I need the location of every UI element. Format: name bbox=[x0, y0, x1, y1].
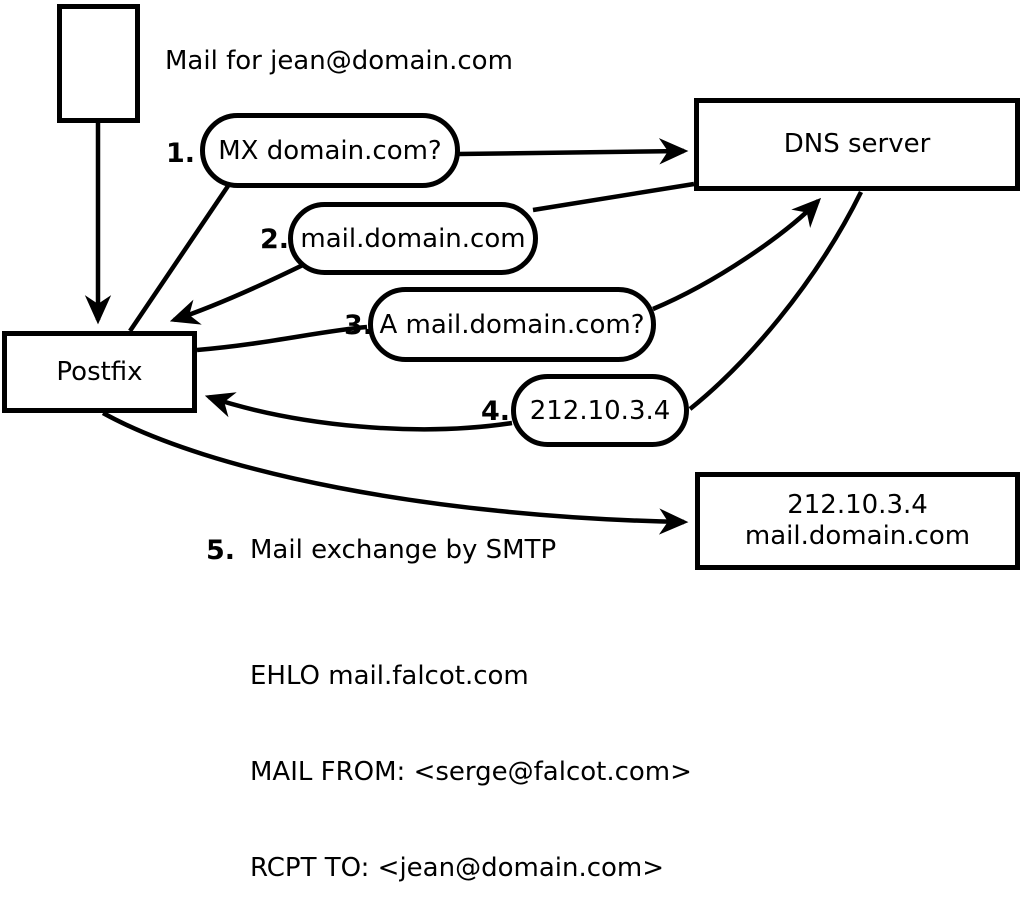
line-dns-to-pill4 bbox=[688, 191, 864, 411]
arrow-postfix-to-mailserver bbox=[101, 411, 689, 535]
dns-server-node: DNS server bbox=[694, 98, 1020, 191]
line-postfix-to-pill3 bbox=[196, 324, 368, 353]
postfix-node: Postfix bbox=[2, 331, 197, 413]
pill-mx-answer-label: mail.domain.com bbox=[300, 223, 526, 254]
arrow-pill1-to-dns bbox=[457, 138, 689, 165]
postfix-node-label: Postfix bbox=[56, 356, 143, 387]
step-number-2: 2. bbox=[260, 224, 290, 255]
arrow-pill4-to-postfix bbox=[204, 392, 513, 432]
smtp-session-text: EHLO mail.falcot.com MAIL FROM: <serge@f… bbox=[250, 596, 692, 919]
pill-a-answer-label: 212.10.3.4 bbox=[529, 395, 671, 426]
arrow-pill2-to-postfix bbox=[169, 261, 306, 325]
pill-a-query: A mail.domain.com? bbox=[368, 287, 656, 362]
pill-mx-query-label: MX domain.com? bbox=[218, 135, 442, 166]
target-mailserver-ip: 212.10.3.4 bbox=[787, 490, 928, 520]
pill-a-answer: 212.10.3.4 bbox=[511, 374, 689, 447]
step-number-4: 4. bbox=[481, 396, 511, 427]
dns-server-node-label: DNS server bbox=[783, 129, 931, 159]
mail-message-box bbox=[57, 4, 140, 123]
line-dns-to-pill2 bbox=[532, 181, 695, 213]
mail-for-label: Mail for jean@domain.com bbox=[165, 46, 513, 76]
pill-mx-answer: mail.domain.com bbox=[288, 202, 538, 275]
smtp-exchange-label: Mail exchange by SMTP bbox=[250, 535, 557, 565]
smtp-line-rcptto: RCPT TO: <jean@domain.com> bbox=[250, 853, 665, 883]
step-number-5: 5. bbox=[206, 535, 236, 566]
smtp-line-ehlo: EHLO mail.falcot.com bbox=[250, 661, 529, 691]
line-postfix-to-pill1 bbox=[128, 184, 230, 333]
step-number-1: 1. bbox=[166, 138, 196, 169]
arrow-pill3-to-dns bbox=[652, 197, 822, 312]
target-mailserver-node: 212.10.3.4 mail.domain.com bbox=[695, 472, 1020, 570]
target-mailserver-hostname: mail.domain.com bbox=[744, 521, 971, 551]
pill-mx-query: MX domain.com? bbox=[200, 113, 460, 188]
pill-a-query-label: A mail.domain.com? bbox=[379, 309, 645, 340]
smtp-line-mailfrom: MAIL FROM: <serge@falcot.com> bbox=[250, 757, 692, 787]
